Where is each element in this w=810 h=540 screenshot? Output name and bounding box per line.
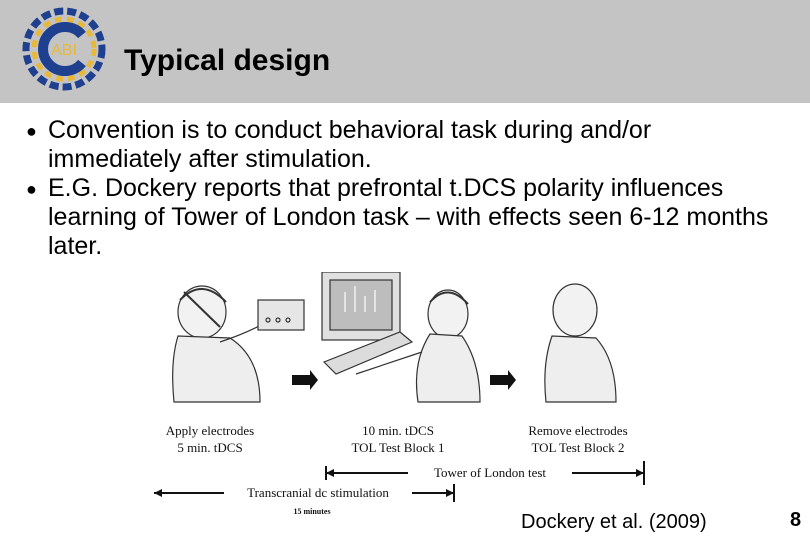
timeline-tol: Tower of London test — [325, 461, 645, 485]
step-1-line-2: 5 min. tDCS — [177, 440, 242, 455]
figure-panel-apply-electrodes — [172, 285, 305, 403]
step-2-line-1: 10 min. tDCS — [362, 423, 434, 438]
slide-header: ABI Typical design — [0, 0, 810, 103]
bullet-dot-icon: ● — [26, 121, 37, 141]
step-3-line-2: TOL Test Block 2 — [531, 440, 624, 455]
bullet-text: E.G. Dockery reports that prefrontal t.D… — [48, 174, 769, 260]
arrow-icon — [490, 370, 516, 390]
timeline-tol-label: Tower of London test — [434, 465, 546, 480]
page-number: 8 — [790, 509, 802, 531]
experiment-design-figure: Apply electrodes 5 min. tDCS 10 min. tDC… — [154, 272, 645, 516]
bullet-text: Convention is to conduct behavioral task… — [48, 116, 652, 173]
timeline-tdcs: Transcranial dc stimulation 15 minutes — [154, 484, 455, 516]
citation: Dockery et al. (2009) — [521, 511, 707, 533]
step-3-line-1: Remove electrodes — [528, 423, 627, 438]
abi-logo: ABI — [22, 7, 106, 91]
logo-text: ABI — [51, 42, 77, 59]
step-1-line-1: Apply electrodes — [166, 423, 254, 438]
timeline-tdcs-duration: 15 minutes — [293, 507, 330, 516]
figure-panel-tol-block-1 — [321, 272, 481, 403]
bullet-item: ● Convention is to conduct behavioral ta… — [24, 116, 784, 174]
arrow-icon — [292, 370, 318, 390]
step-2-line-2: TOL Test Block 1 — [351, 440, 444, 455]
figure-panel-remove-electrodes — [544, 283, 617, 403]
bullet-dot-icon: ● — [26, 179, 37, 199]
slide-title: Typical design — [124, 44, 331, 77]
timeline-tdcs-label: Transcranial dc stimulation — [247, 485, 389, 500]
bullet-list: ● Convention is to conduct behavioral ta… — [24, 116, 784, 261]
bullet-item: ● E.G. Dockery reports that prefrontal t… — [24, 174, 784, 261]
